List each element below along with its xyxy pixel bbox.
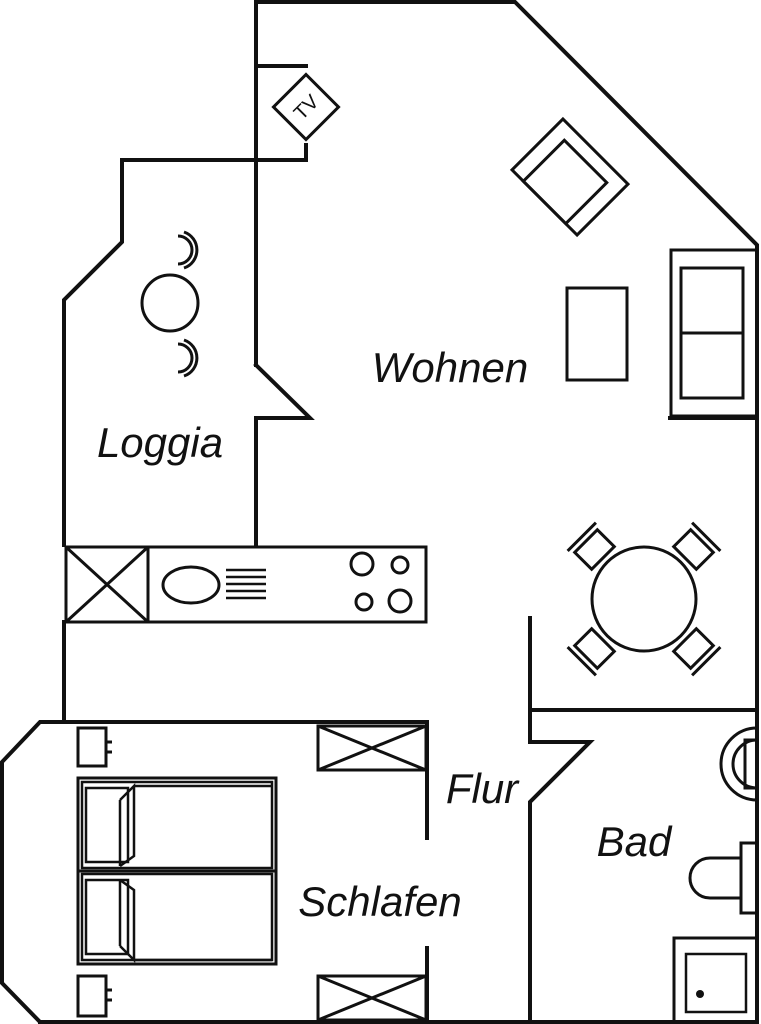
nightstand-bottom — [76, 974, 112, 1018]
nightstand-top — [76, 726, 112, 768]
kitchen-counter — [64, 545, 428, 624]
loggia-table-set — [140, 230, 200, 378]
sink-cabinet — [64, 545, 150, 624]
room-label-schlafen: Schlafen — [298, 878, 461, 925]
wardrobe-bottom — [316, 974, 428, 1022]
room-label-loggia: Loggia — [97, 419, 223, 466]
coffee-table — [565, 286, 629, 382]
sofa — [669, 248, 759, 418]
washbasin — [719, 726, 758, 802]
wardrobe-top — [316, 724, 428, 772]
stove — [349, 551, 413, 614]
room-label-flur: Flur — [446, 765, 520, 812]
svg-text:TV: TV — [290, 90, 324, 124]
dining-table — [566, 521, 722, 677]
toilet — [688, 841, 759, 915]
armchair — [509, 116, 631, 238]
shower — [672, 936, 759, 1024]
room-label-bad: Bad — [597, 818, 673, 865]
room-label-wohnen: Wohnen — [372, 344, 528, 391]
double-bed — [76, 776, 278, 966]
tv-icon: TV — [271, 72, 341, 142]
sink — [161, 565, 266, 605]
